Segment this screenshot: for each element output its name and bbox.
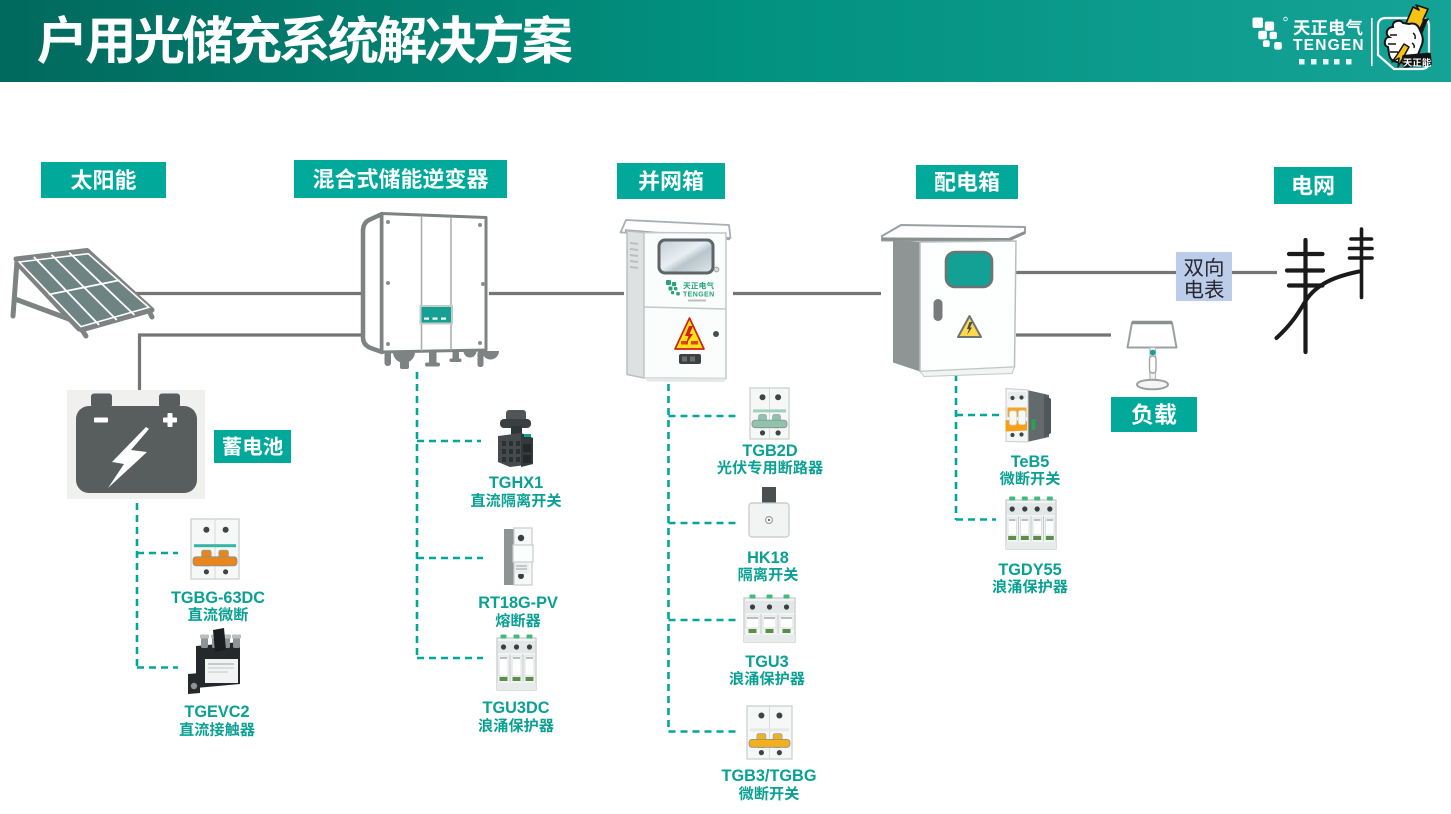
svg-text:TGBG-63DC: TGBG-63DC <box>171 589 265 607</box>
svg-text:TENGEN: TENGEN <box>683 292 715 299</box>
svg-text:TGB3/TGBG: TGB3/TGBG <box>722 767 817 785</box>
svg-text:TENGEN: TENGEN <box>1293 37 1365 54</box>
svg-text:TeB5: TeB5 <box>1011 453 1050 471</box>
svg-text:TGHX1: TGHX1 <box>489 474 543 492</box>
svg-text:TGEVC2: TGEVC2 <box>184 703 249 721</box>
svg-text:HK18: HK18 <box>747 549 789 567</box>
svg-text:RT18G-PV: RT18G-PV <box>478 594 558 612</box>
svg-text:TGB2D: TGB2D <box>742 442 797 460</box>
svg-text:TGDY55: TGDY55 <box>998 561 1061 579</box>
svg-text:TGU3: TGU3 <box>745 653 788 671</box>
svg-text:TGU3DC: TGU3DC <box>483 699 550 717</box>
